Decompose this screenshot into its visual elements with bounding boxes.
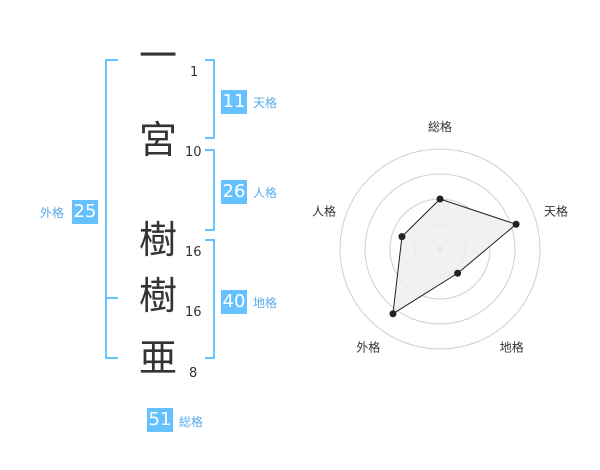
gaikaku-bracket bbox=[105, 59, 118, 359]
radar-axis-label-4: 外格 bbox=[356, 340, 380, 355]
stroke-count-4: 16 bbox=[185, 305, 202, 320]
radar-point-2 bbox=[512, 220, 520, 228]
radar-point-5 bbox=[398, 233, 406, 241]
gaikaku-label: 外格 bbox=[40, 206, 65, 220]
radar-point-1 bbox=[436, 195, 444, 203]
soukaku-label: 総格 bbox=[179, 415, 204, 429]
name-char-2: 宮 bbox=[138, 118, 177, 162]
name-char-3: 樹 bbox=[138, 218, 177, 262]
jinkaku-bracket bbox=[205, 149, 215, 231]
radar-axis-label-2: 天格 bbox=[544, 203, 568, 218]
stroke-count-3: 16 bbox=[185, 245, 202, 260]
stroke-count-1: 1 bbox=[190, 65, 199, 80]
name-char-5: 亜 bbox=[138, 336, 177, 380]
tenkaku-bracket bbox=[205, 59, 215, 139]
name-char-1: 一 bbox=[138, 34, 177, 78]
radar-axis-label-3: 地格 bbox=[500, 340, 524, 355]
tenkaku-label: 天格 bbox=[253, 96, 278, 110]
name-char-4: 樹 bbox=[138, 274, 177, 318]
soukaku-value: 51 bbox=[147, 408, 173, 432]
radar-series-area bbox=[392, 198, 518, 315]
stroke-count-5: 8 bbox=[189, 366, 198, 381]
jinkaku-value: 26 bbox=[221, 180, 247, 204]
stroke-count-2: 10 bbox=[185, 145, 202, 160]
gaikaku-value: 25 bbox=[72, 200, 98, 224]
chikaku-value: 40 bbox=[221, 290, 247, 314]
radar-grid-ring bbox=[339, 148, 541, 350]
jinkaku-label: 人格 bbox=[253, 186, 278, 200]
tenkaku-value: 11 bbox=[221, 90, 247, 114]
radar-point-4 bbox=[389, 310, 397, 318]
chikaku-label: 地格 bbox=[253, 296, 278, 310]
radar-point-3 bbox=[454, 269, 462, 277]
radar-axis-label-5: 人格 bbox=[312, 203, 336, 218]
chikaku-bracket bbox=[205, 239, 215, 359]
radar-axis-label-1: 総格 bbox=[428, 119, 452, 134]
radar-grid-ring bbox=[364, 173, 516, 325]
